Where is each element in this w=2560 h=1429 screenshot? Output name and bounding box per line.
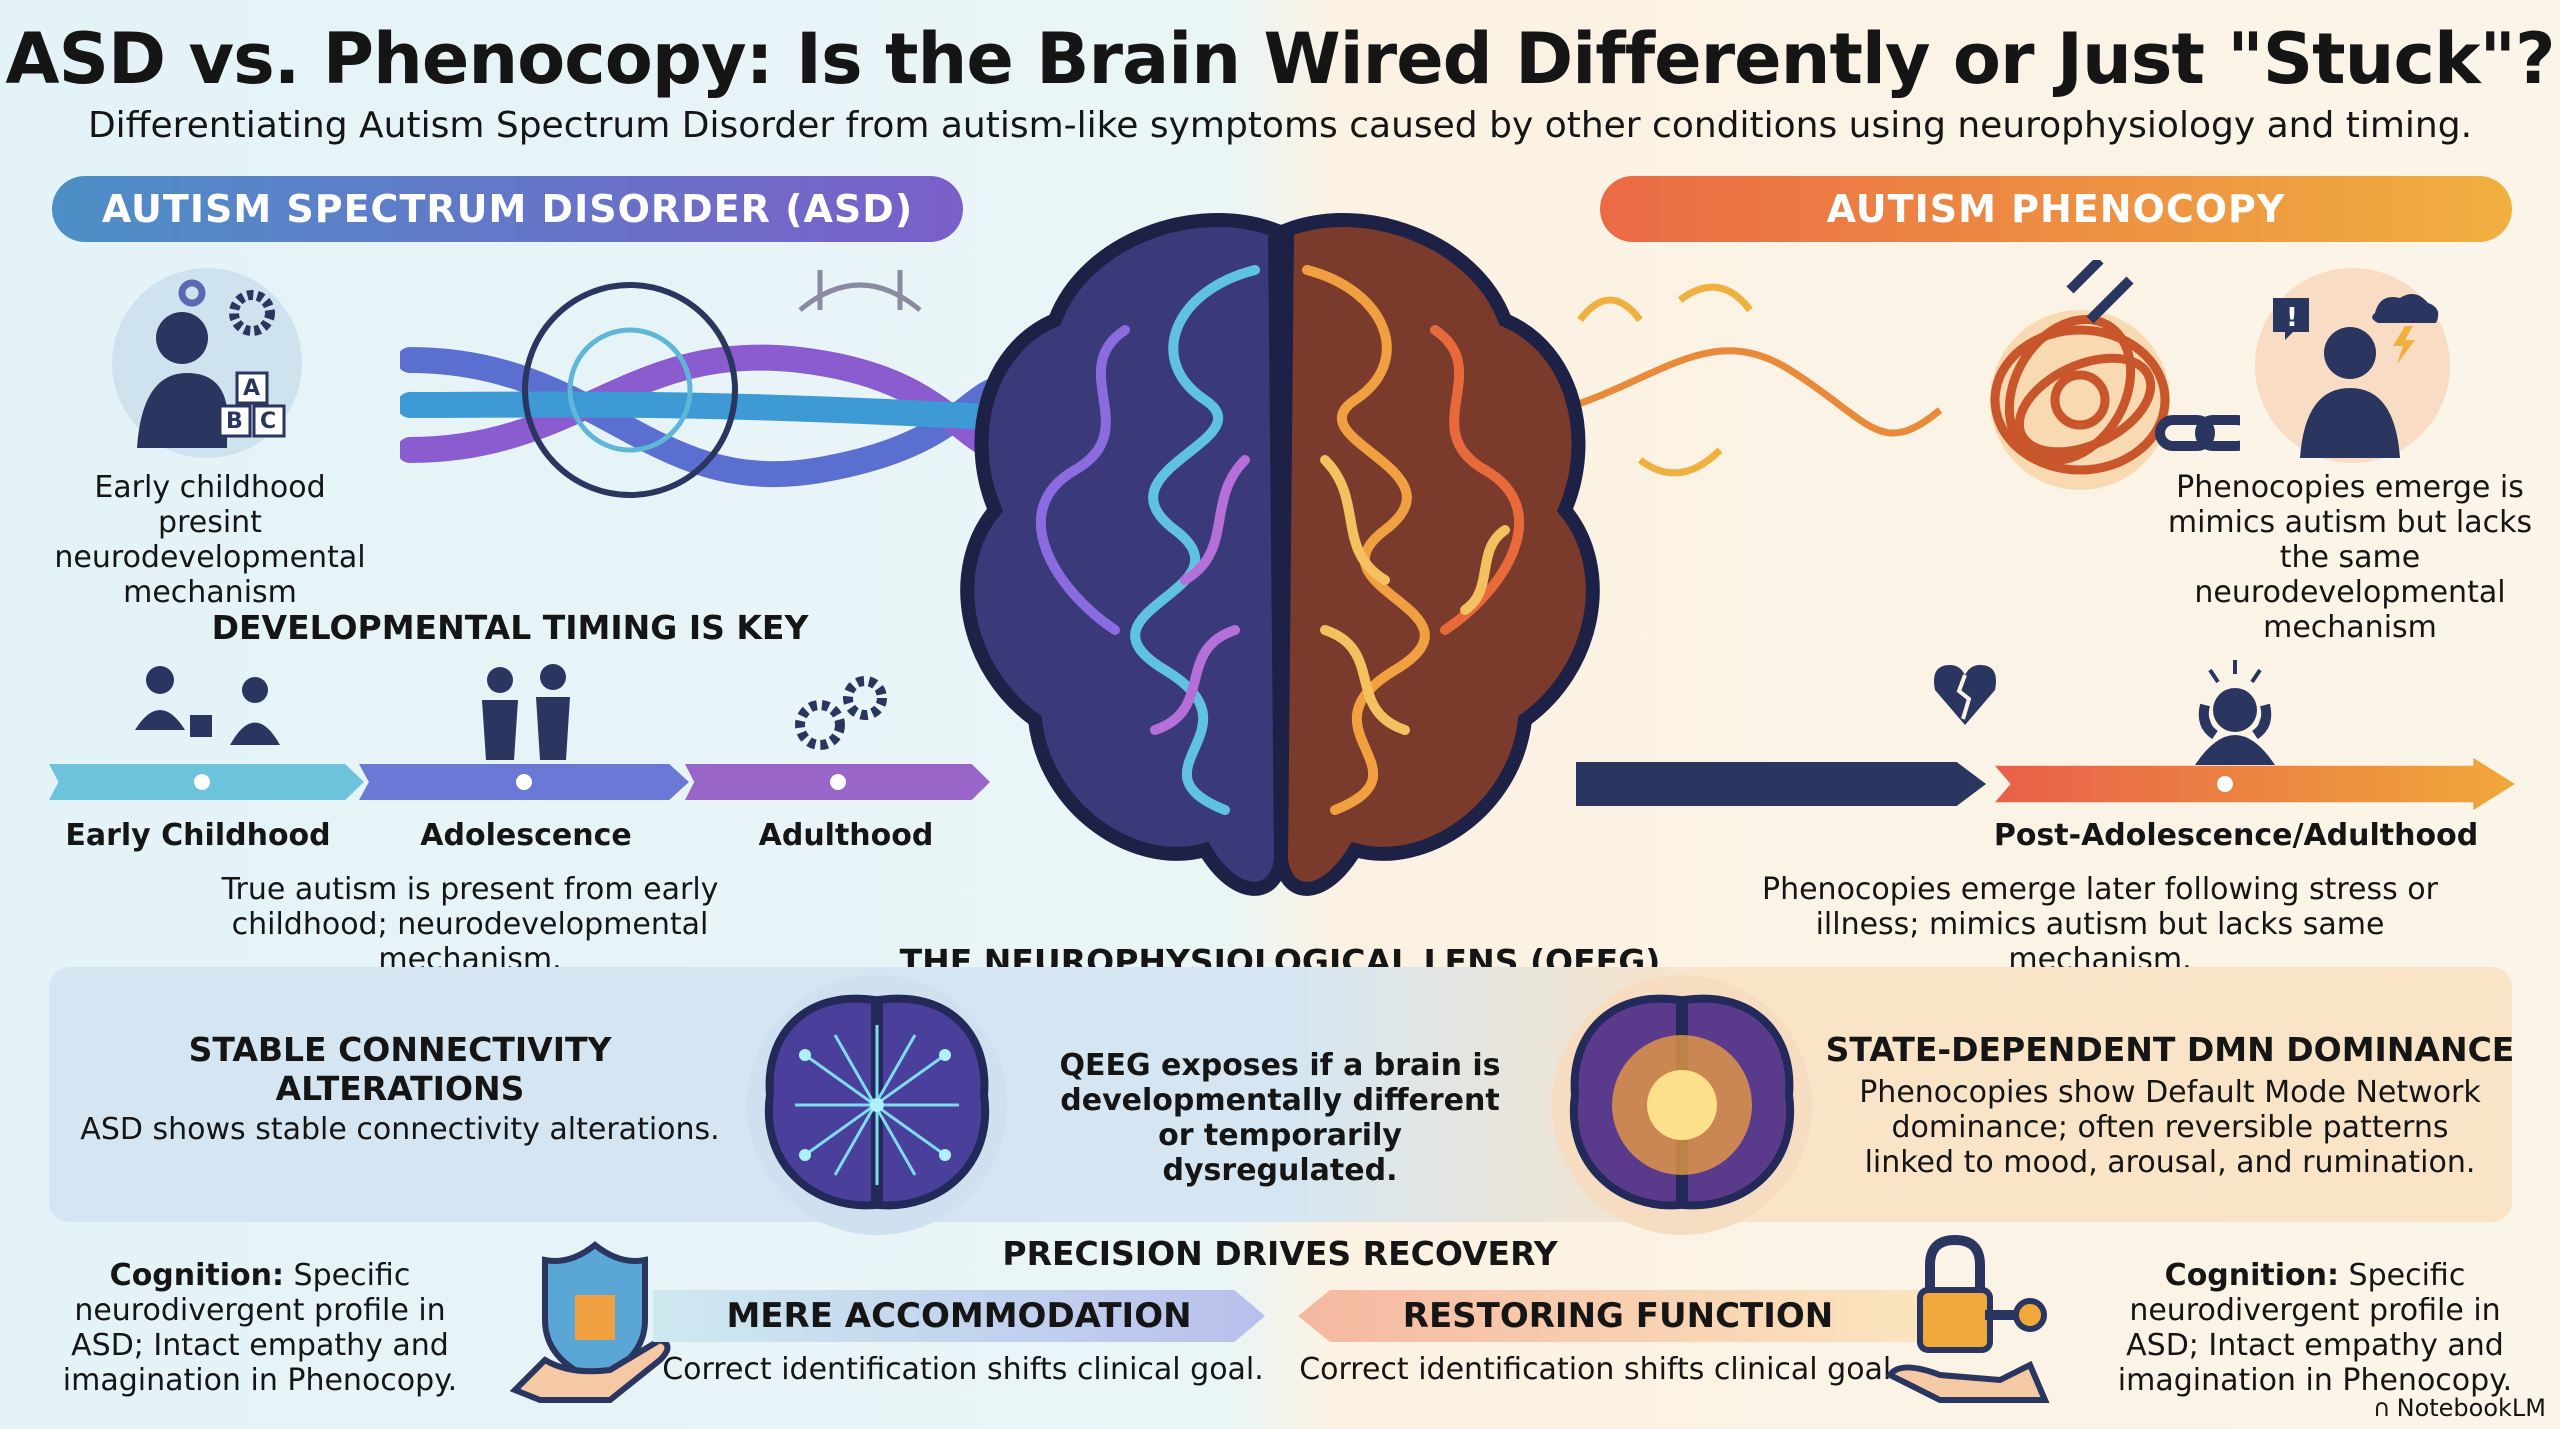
phenocopy-goal-text: Correct identification shifts clinical g… bbox=[1299, 1352, 1901, 1387]
notebooklm-logo-icon: ∩ bbox=[2373, 1394, 2391, 1422]
broken-heart-icon bbox=[1934, 665, 1996, 725]
cognition-text: Specific neurodivergent profile in ASD; … bbox=[62, 1258, 458, 1398]
cognition-label: Cognition: bbox=[2164, 1258, 2340, 1293]
neural-pathways-illustration bbox=[400, 270, 1040, 498]
phenocopy-qeeg-text: Phenocopies show Default Mode Network do… bbox=[1859, 1075, 2481, 1180]
asd-timing-text: True autism is present from early childh… bbox=[221, 872, 719, 977]
recovery-title: PRECISION DRIVES RECOVERY bbox=[1002, 1234, 1558, 1273]
shield-puzzle-hand-icon bbox=[510, 1241, 671, 1403]
phenocopy-qeeg-panel bbox=[1710, 967, 2512, 1222]
asd-header: AUTISM SPECTRUM DISORDER (ASD) bbox=[52, 176, 963, 242]
page-title: ASD vs. Phenocopy: Is the Brain Wired Di… bbox=[5, 18, 2555, 100]
lock-key-hand-icon bbox=[1885, 1235, 2050, 1403]
distressed-person-icon bbox=[2195, 660, 2275, 765]
phenocopy-onset-arrow bbox=[1995, 758, 2515, 810]
brain-illustration bbox=[960, 213, 1600, 896]
phenocopy-header: AUTISM PHENOCOPY bbox=[1600, 176, 2512, 242]
page-subtitle: Differentiating Autism Spectrum Disorder… bbox=[87, 105, 2473, 146]
cognition-text: Specific neurodivergent profile in ASD; … bbox=[2117, 1258, 2513, 1398]
stage-label: Adolescence bbox=[420, 818, 632, 853]
restoring-function-banner: RESTORING FUNCTION bbox=[1298, 1290, 1938, 1342]
asd-qeeg-heading: STABLE CONNECTIVITY ALTERATIONS bbox=[188, 1030, 612, 1108]
asd-intro: Early childhood presint neurodevelopment… bbox=[54, 470, 366, 610]
timeline-stage-early-childhood bbox=[49, 764, 364, 800]
watermark-text: NotebookLM bbox=[2396, 1394, 2546, 1422]
child-learning-icon: A B C bbox=[112, 268, 302, 458]
phenocopy-intro: Phenocopies emerge is mimics autism but … bbox=[2167, 470, 2533, 645]
later-onset-arrow bbox=[1576, 762, 1986, 806]
phenocopy-timing-text: Phenocopies emerge later following stres… bbox=[1762, 872, 2438, 977]
stressed-person-icon: ! bbox=[2255, 268, 2450, 463]
tangled-knot-illustration bbox=[1560, 260, 2240, 490]
timing-heading: DEVELOPMENTAL TIMING IS KEY bbox=[211, 608, 809, 647]
asd-qeeg-text: ASD shows stable connectivity alteration… bbox=[80, 1112, 720, 1147]
cognition-label: Cognition: bbox=[109, 1258, 285, 1293]
asd-cognition: Cognition: Specific neurodivergent profi… bbox=[60, 1258, 460, 1398]
mere-accommodation-banner: MERE ACCOMMODATION bbox=[653, 1290, 1265, 1342]
timeline-stage-adulthood bbox=[685, 764, 990, 800]
phenocopy-qeeg-heading: STATE-DEPENDENT DMN DOMINANCE bbox=[1825, 1030, 2515, 1069]
dmn-brain-icon bbox=[1552, 975, 1812, 1235]
notebooklm-watermark: ∩NotebookLM bbox=[2373, 1394, 2546, 1422]
stage-label: Early Childhood bbox=[65, 818, 331, 853]
stage-label: Adulthood bbox=[758, 818, 934, 853]
phenocopy-stage-label: Post-Adolescence/Adulthood bbox=[1993, 818, 2479, 853]
connectivity-brain-icon bbox=[747, 975, 1007, 1235]
asd-qeeg-panel bbox=[49, 967, 1289, 1222]
timeline-stage-adolescence bbox=[359, 764, 689, 800]
asd-goal-text: Correct identification shifts clinical g… bbox=[662, 1352, 1264, 1387]
svg-text:!: ! bbox=[2286, 303, 2298, 333]
phenocopy-cognition: Cognition: Specific neurodivergent profi… bbox=[2110, 1258, 2520, 1398]
qeeg-center-text: QEEG exposes if a brain is developmental… bbox=[1059, 1048, 1501, 1188]
life-stage-icons bbox=[135, 664, 570, 760]
gears-icon bbox=[795, 676, 887, 750]
